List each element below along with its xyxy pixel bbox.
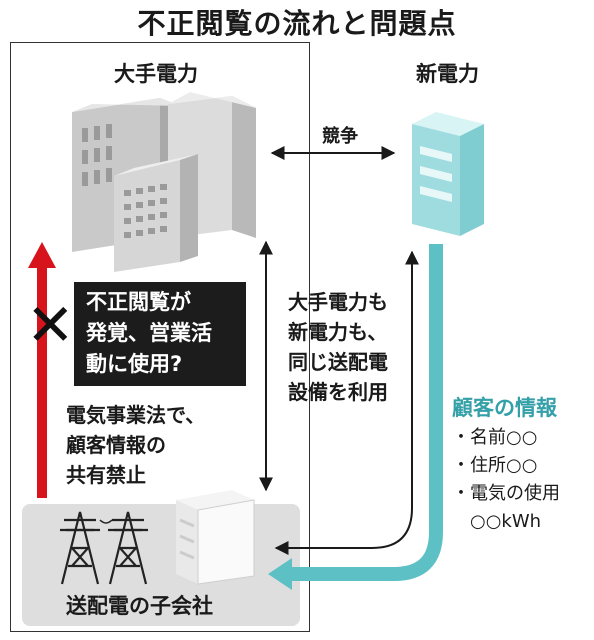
shared-note-line: 大手電力も: [288, 290, 388, 314]
customer-info-item: ○○kWh: [452, 511, 542, 532]
alert-line: 動に使用?: [86, 352, 183, 376]
law-note-line: 共有禁止: [66, 463, 146, 487]
power-line: [99, 519, 113, 524]
customer-info-title: 顧客の情報: [452, 396, 557, 420]
office-building-icon: [72, 92, 256, 272]
customer-info-item: ・住所○○: [452, 455, 538, 476]
incumbent-label: 大手電力: [114, 62, 198, 86]
newcomer-label: 新電力: [416, 62, 479, 86]
law-note-line: 顧客情報の: [66, 433, 166, 457]
x-mark-icon: ✕: [26, 291, 75, 359]
shared-note-line: 新電力も、: [288, 320, 388, 344]
law-note-line: 電気事業法で、: [66, 403, 206, 427]
shared-note-line: 設備を利用: [288, 380, 388, 404]
alert-line: 発覚、営業活: [86, 321, 212, 345]
page-title: 不正閲覧の流れと問題点: [137, 7, 457, 40]
subsidiary-label: 送配電の子会社: [66, 594, 213, 618]
customer-info-list: ・名前○○ ・住所○○ ・電気の使用 ○○kWh: [452, 424, 560, 536]
pylon-icon: [60, 511, 100, 585]
shared-note-line: 同じ送配電: [288, 350, 388, 374]
red-leak-arrow: [28, 242, 56, 498]
customer-info-arrow: [290, 244, 443, 581]
law-note: 電気事業法で、 顧客情報の 共有禁止: [66, 400, 205, 490]
newcomer-link-arrow: [274, 250, 419, 555]
competition-label: 競争: [322, 126, 358, 147]
newcomer-building-icon: [412, 112, 484, 236]
customer-info-item: ・電気の使用: [452, 483, 560, 504]
alert-line: 不正閲覧が: [86, 290, 191, 314]
alert-box: 不正閲覧が 発覚、営業活 動に使用?: [74, 282, 246, 386]
customer-info-item: ・名前○○: [452, 427, 538, 448]
pylon-icon: [108, 511, 148, 585]
customer-info-arrowhead: [268, 558, 292, 590]
shared-equipment-note: 大手電力も 新電力も、 同じ送配電 設備を利用: [288, 287, 388, 407]
subsidiary-building-icon: [176, 490, 255, 585]
